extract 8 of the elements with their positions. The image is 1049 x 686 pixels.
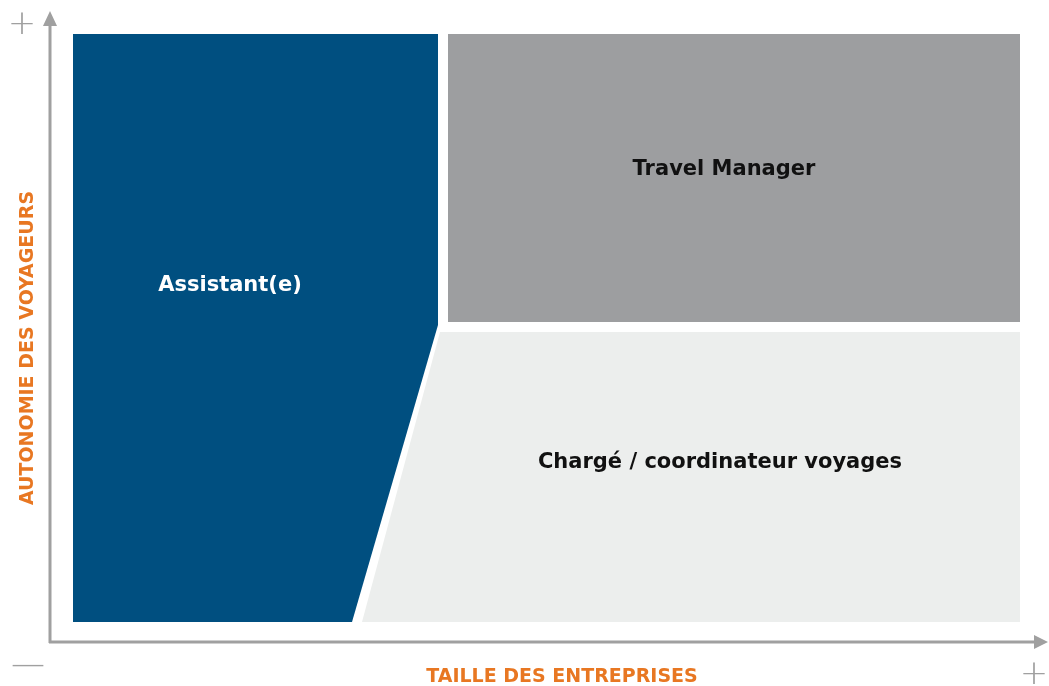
axis-sign: +	[1019, 655, 1049, 686]
axis-title: AUTONOMIE DES VOYAGEURS	[15, 190, 37, 506]
region-label: Chargé / coordinateur voyages	[537, 449, 903, 473]
region-label: Assistant(e)	[158, 272, 302, 296]
axis-sign: +	[7, 5, 37, 39]
axis-sign: —	[11, 646, 45, 680]
axis-title: TAILLE DES ENTREPRISES	[426, 664, 698, 686]
region-label: Travel Manager	[632, 156, 816, 180]
